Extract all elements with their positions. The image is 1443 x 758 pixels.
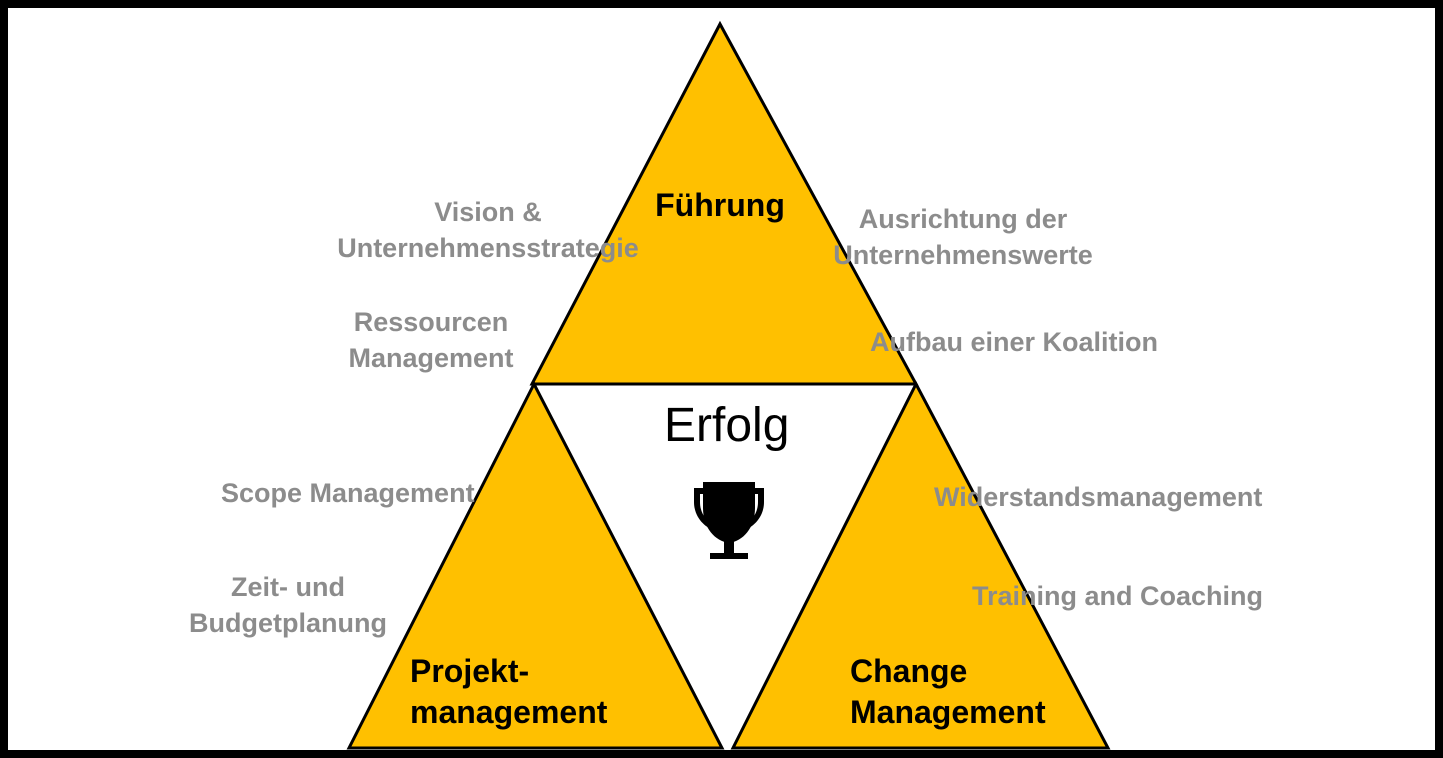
note-resources: Ressourcen Management [331, 304, 531, 376]
left-triangle-label-line2: management [410, 694, 608, 730]
note-scope: Scope Management [221, 478, 475, 508]
left-triangle-label: Projekt- management [410, 651, 607, 733]
top-triangle-label: Führung [655, 187, 785, 223]
note-vision-line2: Unternehmensstrategie [337, 233, 639, 263]
note-coalition: Aufbau einer Koalition [870, 327, 1159, 357]
note-time-budget-line1: Zeit- und [231, 572, 345, 602]
note-values-line2: Unternehmenswerte [833, 240, 1093, 270]
note-values: Ausrichtung der Unternehmenswerte [808, 201, 1118, 273]
note-time-budget-line2: Budgetplanung [189, 608, 387, 638]
note-resistance: Widerstandsmanagement [934, 482, 1263, 512]
note-time-budget: Zeit- und Budgetplanung [168, 569, 408, 641]
note-values-line1: Ausrichtung der [858, 204, 1068, 234]
note-vision-line1: Vision & [434, 197, 542, 227]
right-triangle [730, 380, 1111, 750]
right-triangle-label: Change Management [850, 651, 1046, 733]
trophy-icon [694, 482, 764, 559]
note-vision: Vision & Unternehmensstrategie [308, 194, 668, 266]
note-resources-line1: Ressourcen [353, 307, 509, 337]
left-triangle [346, 380, 725, 750]
diagram-canvas: Führung Projekt- management Change Manag… [8, 8, 1435, 750]
top-triangle [529, 20, 919, 386]
left-triangle-label-line1: Projekt- [410, 653, 530, 689]
right-triangle-label-line2: Management [850, 694, 1046, 730]
triangle-diagram [346, 20, 1111, 750]
note-training: Training and Coaching [972, 581, 1264, 611]
right-triangle-label-line1: Change [850, 653, 968, 689]
success-label: Erfolg [664, 399, 790, 452]
note-resources-line2: Management [348, 343, 514, 373]
